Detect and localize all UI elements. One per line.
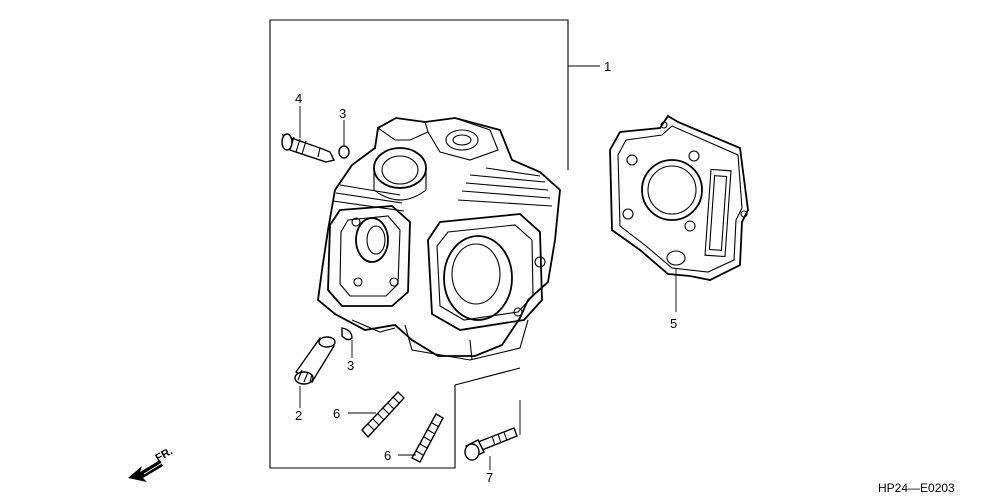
part-3-o-ring-upper[interactable] (338, 120, 350, 159)
front-indicator-label: FR. (154, 445, 175, 464)
part-2-guide-sleeve[interactable] (294, 336, 336, 408)
callout-6-lower: 6 (384, 448, 391, 463)
part-6-stud-upper[interactable] (348, 390, 405, 439)
callout-3-upper: 3 (339, 106, 346, 121)
callout-1: 1 (604, 59, 611, 74)
cylinder-head[interactable] (317, 117, 561, 361)
part-5-head-gasket[interactable] (609, 114, 749, 312)
front-direction-arrow-icon (128, 460, 163, 482)
part-3-o-ring-lower[interactable] (341, 327, 353, 358)
callout-6-upper: 6 (333, 406, 340, 421)
assembly-frame (269, 19, 569, 469)
callout-5: 5 (670, 316, 677, 331)
callout-7: 7 (486, 470, 493, 485)
diagram-code: HP24—E0203 (878, 481, 955, 495)
callout-4: 4 (295, 91, 302, 106)
part-4-stud[interactable] (281, 106, 336, 163)
callout-2: 2 (295, 408, 302, 423)
part-7-flange-bolt[interactable] (464, 400, 521, 470)
callout-3-lower: 3 (347, 358, 354, 373)
part-6-stud-lower[interactable] (398, 413, 444, 463)
